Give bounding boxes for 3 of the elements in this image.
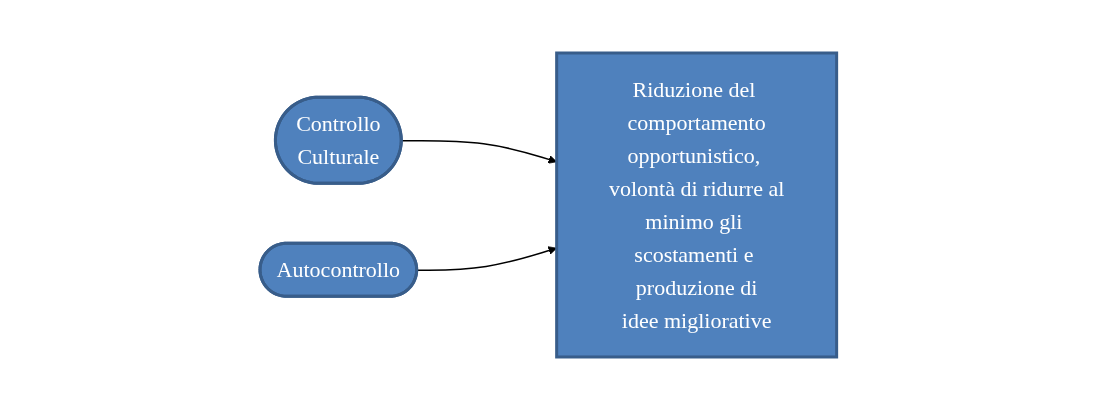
arrow [416,245,557,271]
node-box: Riduzione del comportamento opportunistico, volontà di ridurre al minimo gli scostamenti e produzione di idee migliorative [554,51,838,358]
arrow [400,139,557,164]
